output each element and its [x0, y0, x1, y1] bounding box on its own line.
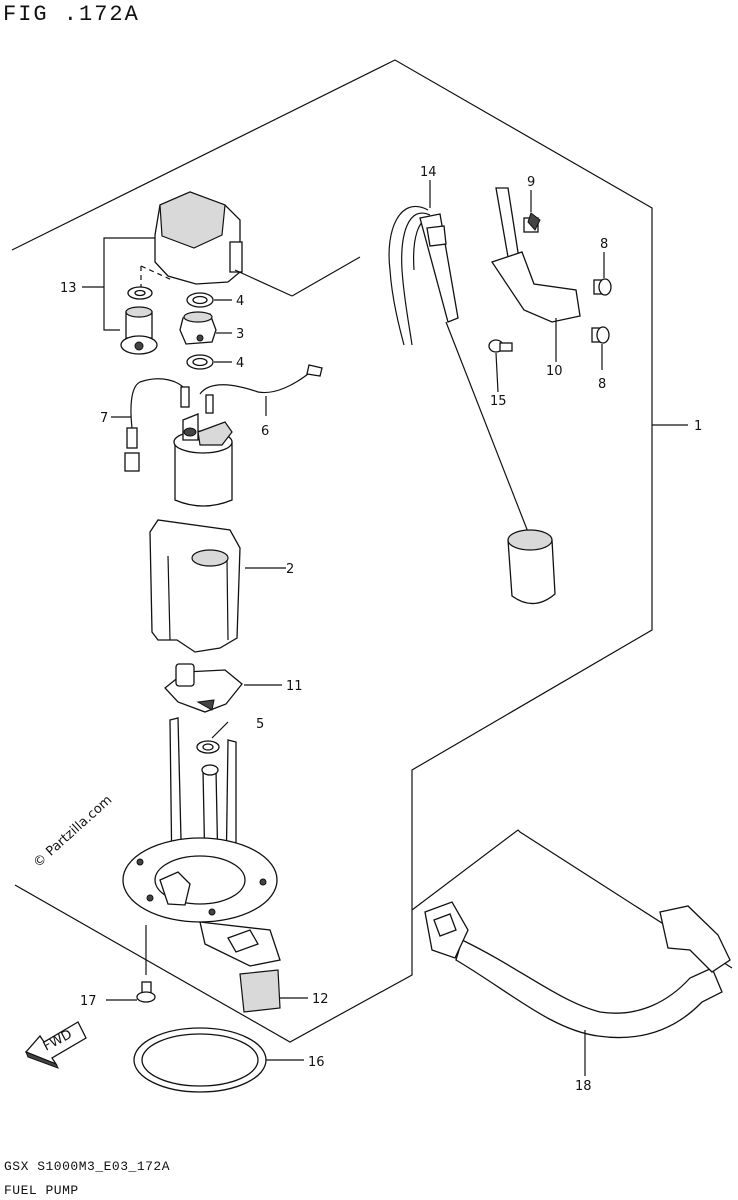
screw-8-top [593, 252, 612, 296]
callout-7: 7 [100, 411, 108, 426]
assembly-name: FUEL PUMP [4, 1183, 79, 1198]
model-code: GSX S1000M3_E03_172A [4, 1159, 171, 1174]
lead-wire-7 [111, 378, 190, 472]
assembly-boundary [11, 59, 653, 1043]
callout-11: 11 [286, 679, 303, 694]
o-ring-4-bottom [186, 354, 232, 370]
callout-2: 2 [286, 562, 294, 577]
callout-15: 15 [490, 394, 507, 409]
fuel-pump-motor-illustration [173, 413, 233, 507]
hose-boundary [411, 829, 733, 969]
regulator-3-illustration [179, 311, 232, 345]
callout-4-bottom: 4 [236, 356, 244, 371]
filter-11-illustration [164, 663, 282, 713]
level-gauge-14-illustration [388, 180, 556, 605]
pump-plate-illustration [122, 717, 281, 975]
callout-17: 17 [80, 994, 97, 1009]
callout-10: 10 [546, 364, 563, 379]
callout-8-bottom: 8 [598, 377, 606, 392]
callout-13: 13 [60, 281, 77, 296]
pump-case-2-illustration [149, 519, 286, 653]
watermark: © Partzilla.com [31, 793, 116, 871]
pad-12-illustration [239, 969, 308, 1013]
callout-18: 18 [575, 1079, 592, 1094]
fwd-arrow-icon: FWD [24, 1021, 87, 1069]
callout-1: 1 [694, 419, 702, 434]
callout-6: 6 [261, 424, 269, 439]
callout-12: 12 [312, 992, 329, 1007]
callout-bracket-13 [103, 237, 155, 331]
pump-cover-illustration [140, 191, 361, 297]
callout-9: 9 [527, 175, 535, 190]
bolt-17-illustration [106, 981, 156, 1003]
screw-15 [488, 339, 513, 393]
lead-wire-6 [199, 364, 323, 416]
callout-16: 16 [308, 1055, 325, 1070]
bracket-10-illustration [490, 187, 581, 362]
cover-fitting-illustration [120, 286, 158, 355]
o-ring-5 [196, 721, 229, 754]
hose-18-illustration [411, 829, 733, 1076]
callout-4-top: 4 [236, 294, 244, 309]
o-ring-4-top [186, 292, 232, 308]
gasket-16-illustration [133, 1027, 304, 1093]
callout-8-top: 8 [600, 237, 608, 252]
callout-3: 3 [236, 327, 244, 342]
callout-14: 14 [420, 165, 437, 180]
callout-5: 5 [256, 717, 264, 732]
figure-title: FIG .172A [3, 2, 140, 27]
screw-8-bottom [591, 326, 610, 370]
